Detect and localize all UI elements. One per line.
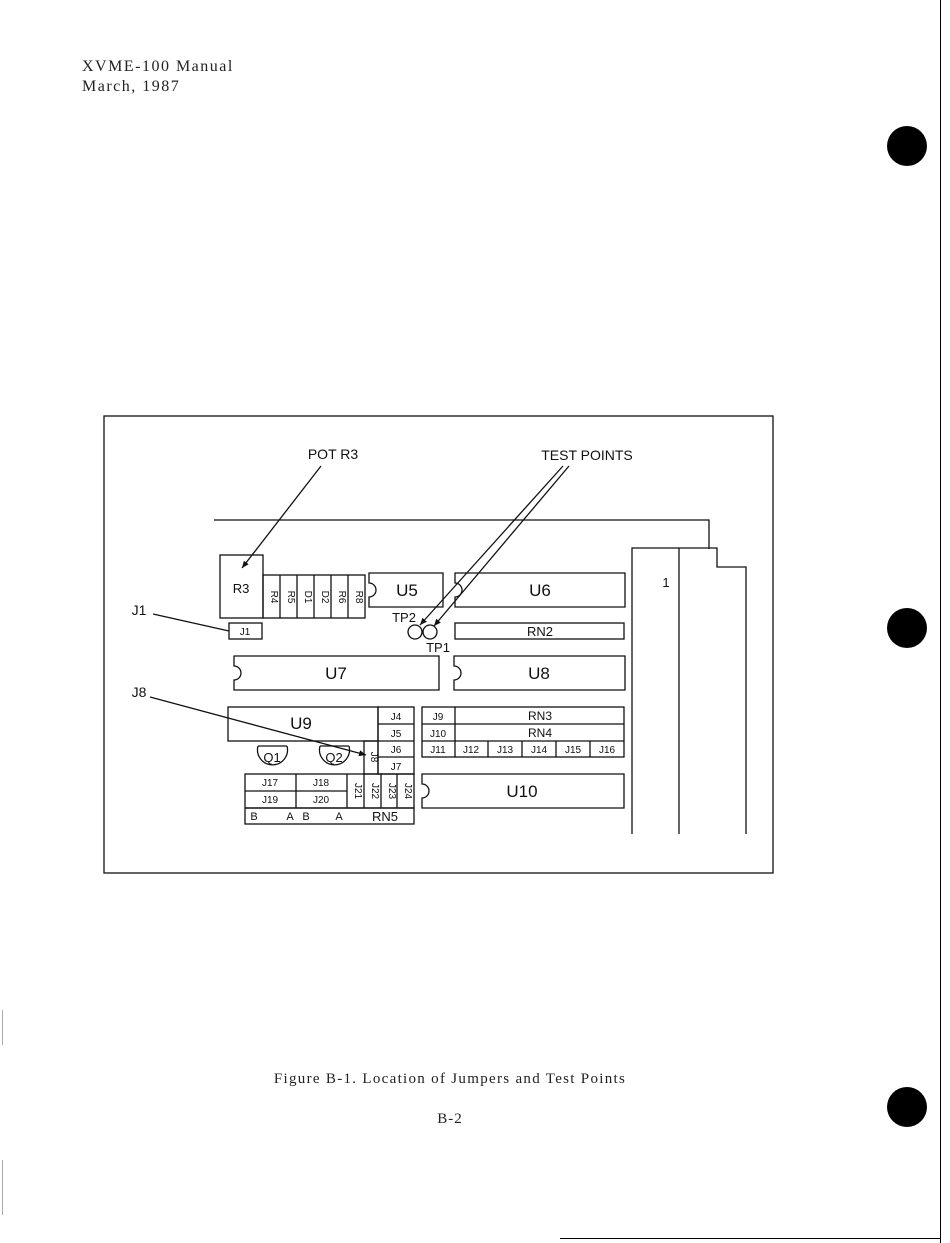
label-rn5-b1: B	[250, 811, 257, 823]
label-rn2: RN2	[527, 624, 553, 639]
page-number: B-2	[0, 1111, 900, 1128]
label-r5: R5	[285, 591, 296, 604]
label-tp2: TP2	[392, 610, 416, 625]
label-j8-box: J8	[368, 752, 379, 763]
label-j12: J12	[463, 745, 480, 756]
label-j5: J5	[391, 729, 402, 740]
label-j14: J14	[531, 745, 548, 756]
label-u8: U8	[528, 664, 550, 683]
label-connector-pin-1: 1	[662, 575, 669, 590]
label-j6: J6	[391, 745, 402, 756]
label-r6: R6	[336, 591, 347, 604]
label-rn5-a2: A	[335, 811, 343, 823]
label-u5: U5	[396, 581, 418, 600]
label-j4: J4	[391, 712, 402, 723]
label-u6: U6	[529, 581, 551, 600]
label-tp1: TP1	[426, 640, 450, 655]
label-j7: J7	[391, 762, 402, 773]
label-d1: D1	[302, 591, 313, 604]
label-j1-box: J1	[240, 627, 251, 638]
label-j10: J10	[430, 729, 447, 740]
label-j22: J22	[369, 783, 380, 800]
label-j23: J23	[386, 783, 397, 800]
label-rn4: RN4	[528, 726, 552, 740]
label-u7: U7	[325, 664, 347, 683]
leader-tp2	[420, 466, 563, 625]
jumper-block-j9-j16	[422, 707, 624, 757]
label-j11: J11	[430, 745, 446, 756]
callout-pot-r3: POT R3	[308, 446, 359, 462]
label-rn5-a1: A	[286, 811, 294, 823]
test-point-tp2	[408, 625, 422, 639]
label-j15: J15	[565, 745, 582, 756]
label-j16: J16	[599, 745, 616, 756]
label-j24: J24	[402, 783, 413, 800]
label-j18: J18	[313, 778, 330, 789]
label-r8: R8	[353, 591, 364, 604]
label-rn3: RN3	[528, 709, 552, 723]
leader-tp1	[434, 466, 569, 626]
label-j17: J17	[262, 778, 279, 789]
test-point-tp1	[423, 625, 437, 639]
label-q2: Q2	[325, 750, 342, 765]
figure-caption: Figure B-1. Location of Jumpers and Test…	[0, 1071, 900, 1088]
label-j9: J9	[433, 712, 444, 723]
label-j19: J19	[262, 795, 279, 806]
connector-outline	[632, 548, 746, 834]
label-d2: D2	[319, 591, 330, 604]
label-rn5-b2: B	[302, 811, 309, 823]
label-rn5: RN5	[372, 809, 398, 824]
board-edge	[214, 520, 709, 549]
callout-j1: J1	[132, 602, 147, 618]
label-j13: J13	[497, 745, 514, 756]
label-q1: Q1	[263, 750, 280, 765]
leader-pot-r3	[242, 466, 321, 568]
label-j20: J20	[313, 795, 330, 806]
label-r3: R3	[233, 581, 250, 596]
label-r4: R4	[268, 591, 279, 604]
callout-test-points: TEST POINTS	[541, 447, 633, 463]
label-j21: J21	[352, 783, 363, 800]
leader-j1	[153, 614, 229, 631]
label-u9: U9	[290, 714, 312, 733]
callout-j8: J8	[132, 684, 147, 700]
label-u10: U10	[506, 782, 537, 801]
